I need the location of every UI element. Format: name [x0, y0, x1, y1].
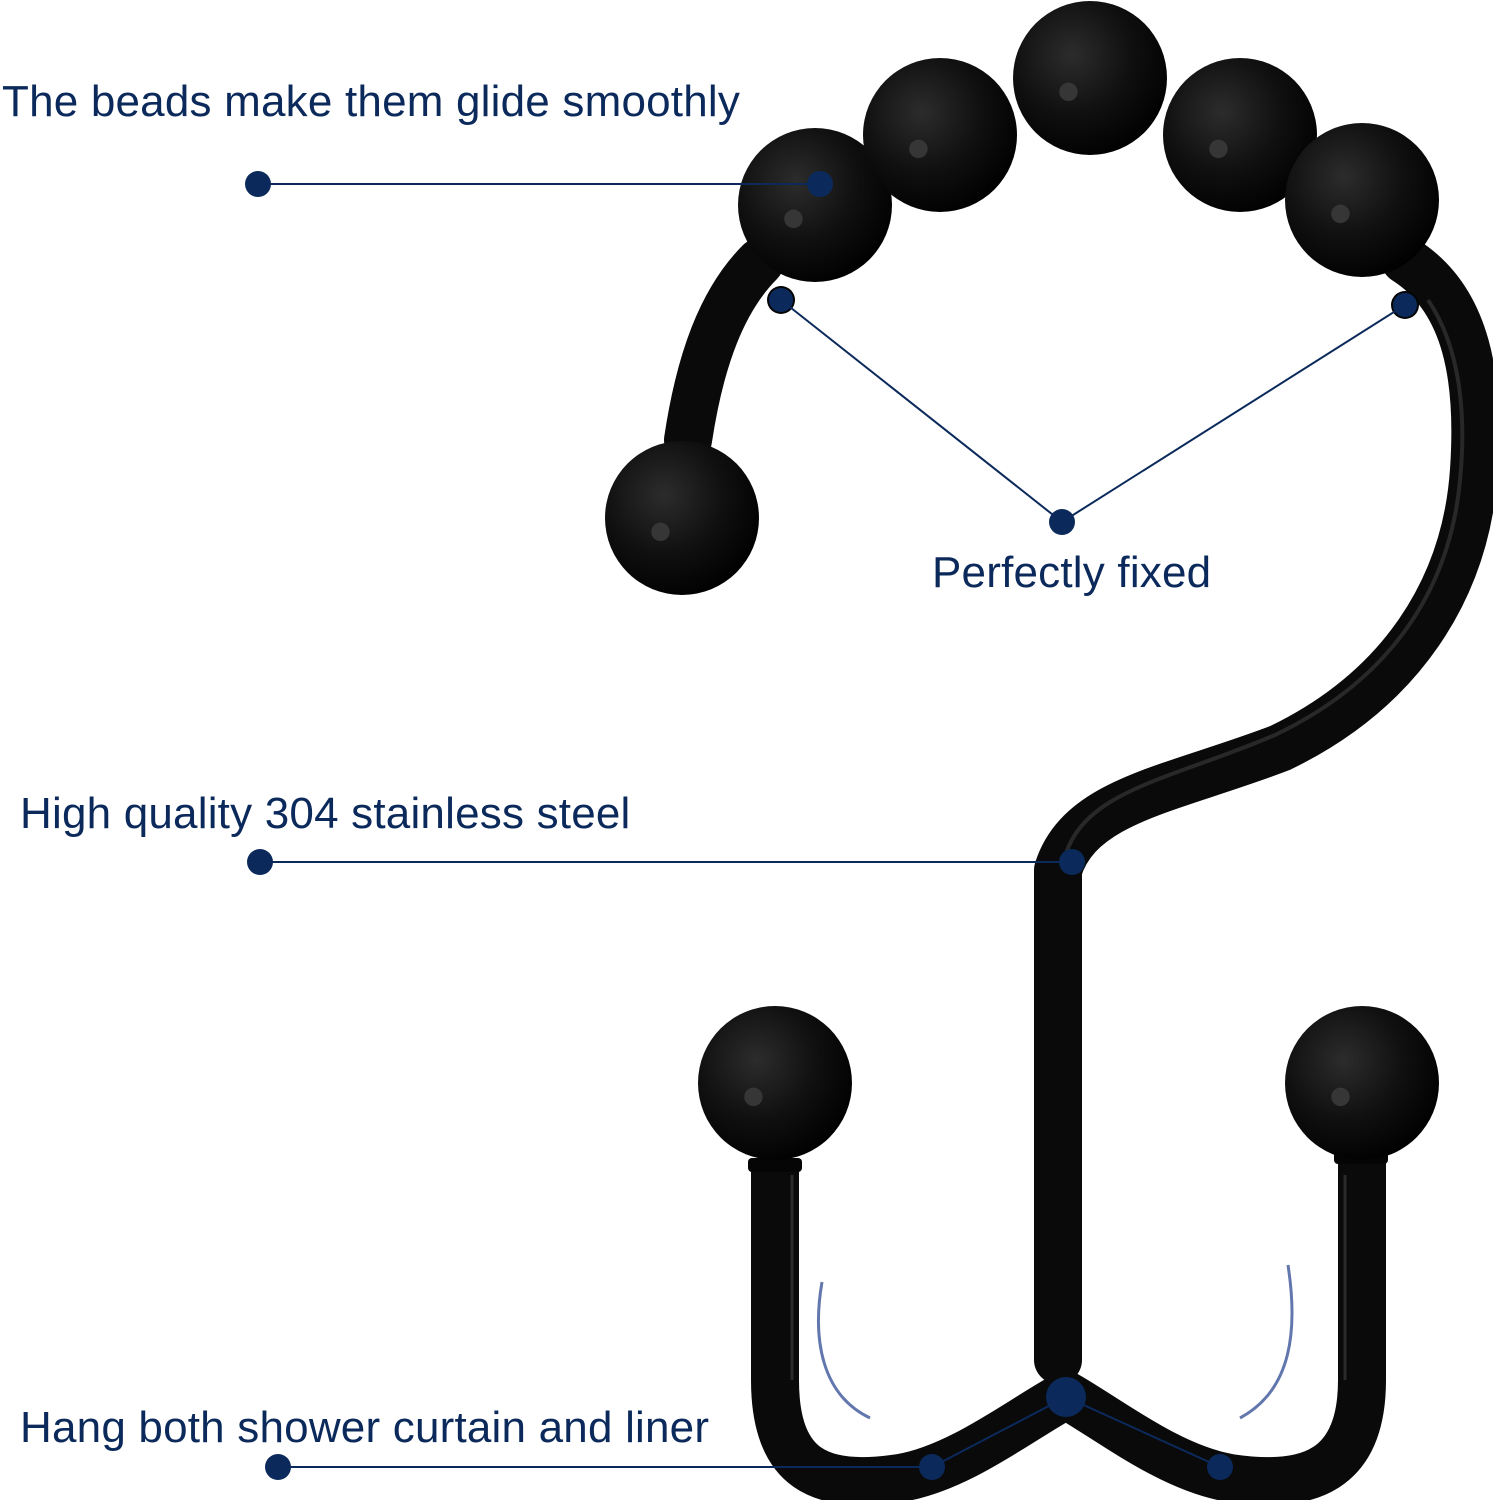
roller-bead-4-body	[1163, 58, 1317, 212]
leader-line-hang-right-arm	[1065, 1396, 1221, 1468]
end-ball-curl	[605, 441, 759, 595]
roller-bead-5-glint	[1331, 204, 1350, 224]
leader-dot-hang-left	[919, 1454, 945, 1480]
end-ball-curl-body	[605, 441, 759, 595]
leader-dot-fixed-left	[769, 288, 793, 312]
end-ball-left-body	[698, 1006, 852, 1160]
end-cap-left	[748, 1158, 802, 1172]
reflection-left	[816, 1281, 871, 1420]
leader-line-fixed-left	[780, 299, 1063, 523]
leader-dot-steel-end	[1059, 849, 1085, 875]
roller-bead-1-glint	[784, 209, 803, 229]
callout-label-steel: High quality 304 stainless steel	[20, 789, 631, 838]
roller-bead-3	[1013, 1, 1167, 155]
roller-bead-3-body	[1013, 1, 1167, 155]
leader-dot-fixed-right	[1393, 293, 1417, 317]
roller-bead-2	[863, 58, 1017, 212]
roller-bead-4-glint	[1209, 139, 1228, 159]
end-ball-curl-glint	[651, 522, 670, 542]
leader-dot-hang-start	[265, 1454, 291, 1480]
roller-bead-5	[1285, 123, 1439, 277]
callout-label-hang: Hang both shower curtain and liner	[20, 1403, 710, 1452]
end-ball-right-body	[1285, 1006, 1439, 1160]
roller-bead-2-glint	[909, 139, 928, 159]
roller-bead-1-body	[738, 128, 892, 282]
callout-label-fixed: Perfectly fixed	[932, 548, 1212, 597]
leader-dot-steel-start	[247, 849, 273, 875]
end-ball-left-glint	[744, 1087, 763, 1107]
leader-dot-beads-end	[807, 171, 833, 197]
callout-label-beads: The beads make them glide smoothly	[2, 77, 741, 126]
leader-line-fixed-right	[1061, 304, 1406, 523]
hook-wire	[664, 236, 1493, 1384]
leader-dot-hang-right	[1207, 1454, 1233, 1480]
roller-bead-1	[738, 128, 892, 282]
leader-line-hang-left-arm	[931, 1396, 1067, 1468]
roller-bead-4	[1163, 58, 1317, 212]
roller-bead-2-body	[863, 58, 1017, 212]
leader-dot-fixed-center	[1049, 509, 1075, 535]
end-ball-right	[1285, 1006, 1439, 1160]
end-ball-left	[698, 1006, 852, 1160]
end-ball-right-glint	[1331, 1087, 1350, 1107]
hook-wire-highlight	[1062, 298, 1465, 861]
roller-bead-5-body	[1285, 123, 1439, 277]
roller-bead-3-glint	[1059, 82, 1078, 102]
leader-dot-hang-center	[1046, 1377, 1086, 1417]
reflection-right	[1239, 1264, 1294, 1420]
leader-dot-beads-start	[245, 171, 271, 197]
